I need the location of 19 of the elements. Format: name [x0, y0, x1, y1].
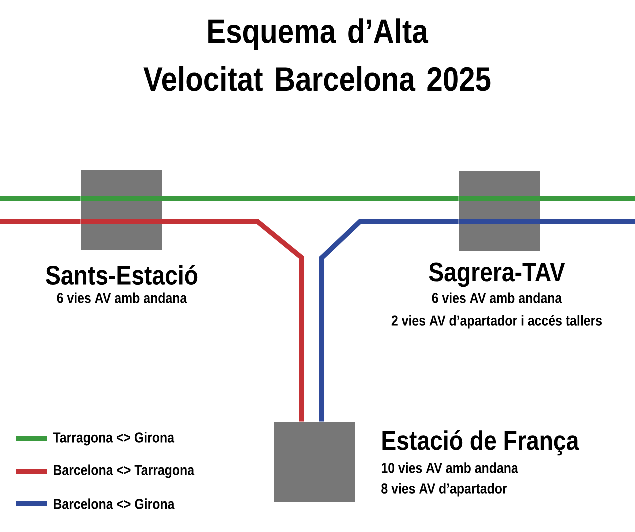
legend-label: Barcelona <> Tarragona [54, 464, 195, 478]
track-info: 6 vies AV amb andana [432, 292, 562, 304]
title: Esquema d’Alta Velocitat Barcelona 2025 [144, 18, 491, 92]
track-line [162, 220, 304, 422]
track-info: 2 vies AV d’apartador i accés tallers [392, 315, 602, 329]
station-name: Sagrera-TAV [429, 262, 566, 288]
legend-label: Barcelona <> Girona [54, 498, 175, 510]
station-name: Sants-Estació [46, 265, 198, 285]
track-line [162, 196, 459, 202]
legend-label: Tarragona <> Girona [53, 432, 175, 446]
track-info: 8 vies AV d’apartador [382, 483, 508, 497]
track-line [0, 220, 81, 224]
track-info: 6 vies AV amb andana [57, 292, 188, 304]
track-line [0, 196, 81, 202]
track-line [540, 196, 635, 202]
track-info: 10 vies AV amb andana [382, 462, 518, 474]
track-line [320, 220, 459, 422]
track-line [540, 220, 635, 224]
station-name: Estació de França [382, 430, 580, 456]
